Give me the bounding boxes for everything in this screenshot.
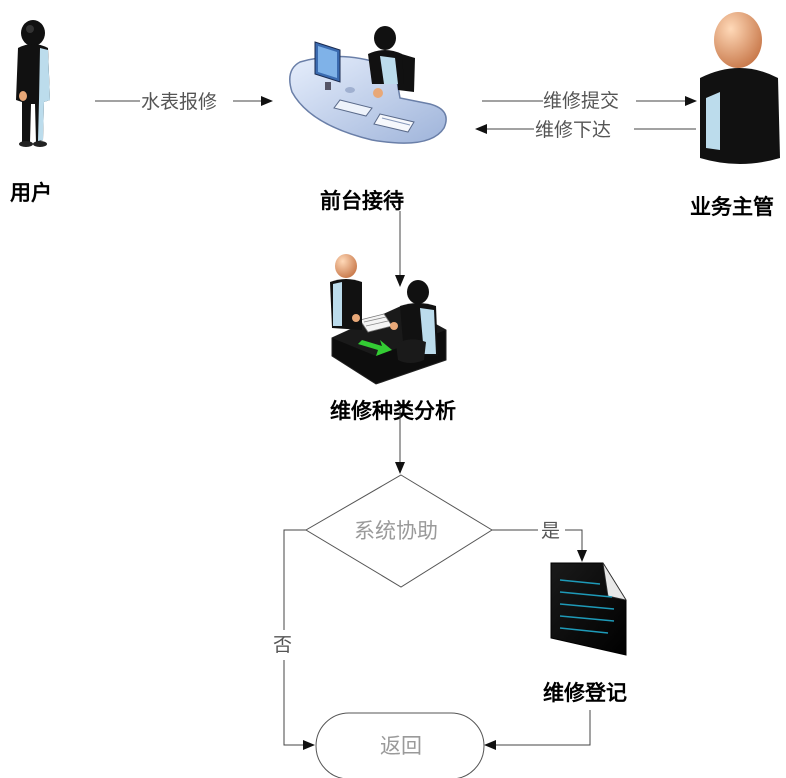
submit-edge-label: 维修提交 [543, 90, 619, 112]
return-label: 返回 [380, 734, 422, 758]
document-icon [550, 562, 627, 656]
no-edge-label: 否 [273, 634, 292, 656]
decision-diamond [305, 474, 493, 588]
reception-desk-icon [289, 26, 447, 144]
user-label: 用户 [10, 181, 52, 205]
manager-avatar-icon [700, 12, 780, 164]
register-to-return-arrow [484, 710, 591, 750]
yes-arrow [565, 529, 587, 562]
report-edge-label: 水表报修 [141, 91, 217, 113]
supervisor-label: 业务主管 [690, 195, 774, 219]
issue-edge-label: 维修下达 [535, 119, 611, 141]
no-line-top [283, 529, 306, 630]
reception-label: 前台接待 [320, 189, 404, 213]
register-label: 维修登记 [543, 681, 627, 705]
decision-label: 系统协助 [354, 519, 438, 543]
user-icon [16, 20, 50, 147]
return-terminator [315, 712, 485, 778]
analysis-label: 维修种类分析 [330, 399, 456, 423]
yes-edge-label: 是 [541, 520, 560, 542]
no-arrow [283, 660, 315, 750]
meeting-table-icon [330, 254, 447, 385]
